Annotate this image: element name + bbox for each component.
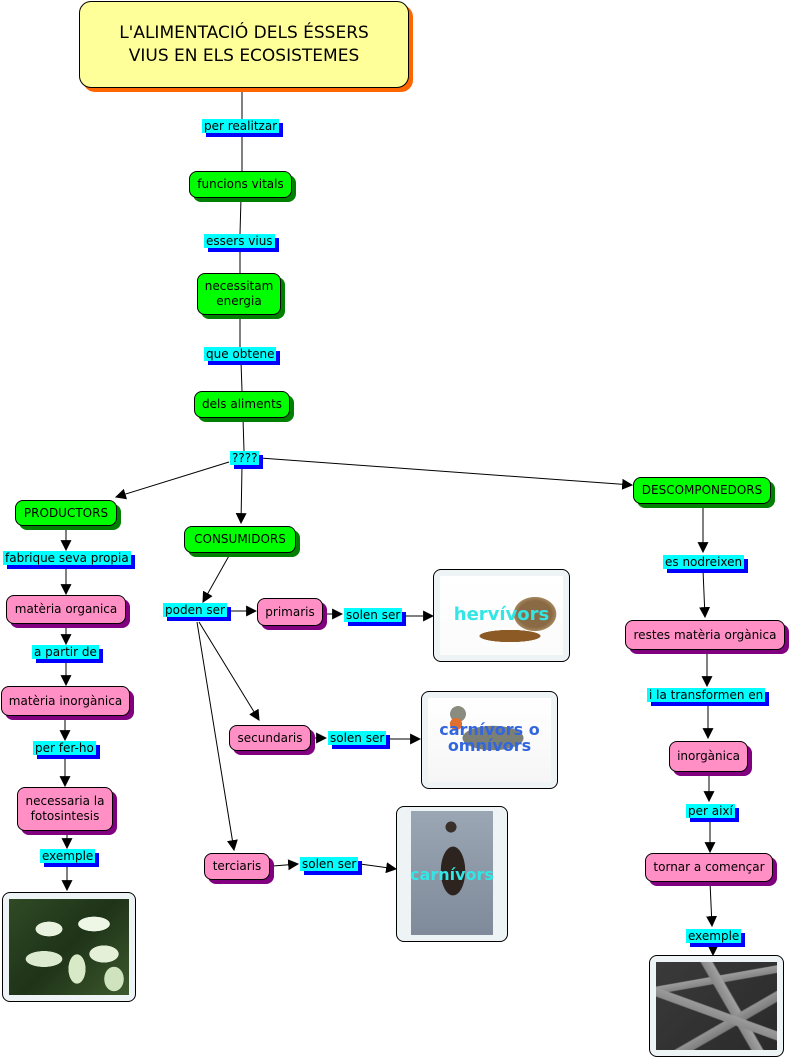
link-label-solen-ser-primaris[interactable]: solen ser [344,608,403,622]
image-plant[interactable] [2,892,136,1002]
arrow-terciaris-solen [272,859,300,871]
concept-necessaria-line-1: necessaria la [25,794,105,808]
link-label-fabrique-seva-propia[interactable]: fabrique seva propia [3,551,131,565]
title-line-1: L'ALIMENTACIÓ DELS ÉSSERS [119,23,369,44]
concept-necessitam-energia[interactable]: necessitam energia [197,273,281,315]
line-funcions-essers [239,197,242,235]
arrow-poden-secundaris [198,621,260,721]
arrow-unknown-consumidors [235,465,247,525]
robin-caption-line-2: omnívors [447,736,532,755]
concept-inorganica[interactable]: inorgànica [669,741,748,772]
link-label-solen-ser-secundaris[interactable]: solen ser [328,731,387,745]
title-node[interactable]: L'ALIMENTACIÓ DELS ÉSSERS VIUS EN ELS EC… [79,1,409,88]
arrow-es-nodreixen-restes [699,569,711,619]
image-hawk[interactable]: carnívors [396,806,508,942]
line-dels-unknown [242,417,245,452]
arrow-solen-hawk [359,862,398,874]
robin-caption-line-1: carnívors o [439,720,540,739]
link-label-per-realitzar[interactable]: per realitzar [202,119,280,133]
bacteria-picture [656,962,777,1050]
arrow-unknown-descomponedors [259,457,634,490]
arrow-poden-terciaris [196,621,238,852]
concept-materia-organica[interactable]: matèria organica [6,595,126,624]
link-label-exemple-bacteria[interactable]: exemple [686,929,742,943]
concept-tornar-a-comencar[interactable]: tornar a començar [645,853,773,882]
link-label-per-fer-ho[interactable]: per fer-ho [33,741,96,755]
link-label-per-aixi[interactable]: per així [686,804,735,818]
link-label-es-nodreixen[interactable]: es nodreixen [663,555,745,569]
image-bacteria[interactable] [649,955,784,1057]
concept-funcions-vitals[interactable]: funcions vitals [189,171,292,198]
concept-productors[interactable]: PRODUCTORS [15,500,117,526]
line-que-dels [240,360,243,392]
robin-picture [428,698,551,782]
concept-necessaria-fotosintesis[interactable]: necessaria la fotosintesis [17,787,113,831]
arrow-unknown-productors [114,461,230,500]
concept-necessitam-energia-line-1: necessitam [204,279,274,293]
concept-primaris[interactable]: primaris [257,598,323,626]
concept-necessitam-energia-line-2: energia [216,294,262,308]
concept-consumidors[interactable]: CONSUMIDORS [184,526,296,553]
image-snail[interactable]: hervívors [433,569,570,662]
title-line-2: VIUS EN ELS ECOSISTEMES [128,45,360,66]
link-label-a-partir-de[interactable]: a partir de [32,645,99,659]
concept-dels-aliments[interactable]: dels aliments [194,391,290,418]
concept-necessaria-line-2: fotosintesis [30,809,100,823]
link-label-que-obtene[interactable]: que obtene [204,347,277,361]
link-label-poden-ser[interactable]: poden ser [163,603,227,617]
snail-picture [440,576,563,655]
link-label-i-la-transformen-en[interactable]: i la transformen en [647,688,766,702]
concept-secundaris[interactable]: secundaris [229,725,311,751]
link-label-exemple-plant[interactable]: exemple [40,849,96,863]
robin-caption: carnívors o omnívors [422,722,557,754]
image-robin[interactable]: carnívors o omnívors [421,691,558,789]
hawk-caption: carnívors [410,865,494,884]
plant-picture [9,899,129,995]
arrow-consumidors-poden [202,553,231,603]
link-label-essers-vius[interactable]: essers vius [204,234,275,248]
snail-caption: hervívors [453,604,550,625]
concept-descomponedors[interactable]: DESCOMPONEDORS [633,477,771,504]
link-label-unknown[interactable]: ???? [230,451,260,465]
link-label-solen-ser-terciaris[interactable]: solen ser [300,857,359,871]
concept-terciaris[interactable]: terciaris [204,853,270,880]
arrow-tornar-exemple [706,881,718,928]
concept-restes-materia-organica[interactable]: restes matèria orgànica [625,620,785,650]
concept-materia-inorganica[interactable]: matèria inorgànica [1,686,130,716]
hawk-picture [411,811,493,935]
